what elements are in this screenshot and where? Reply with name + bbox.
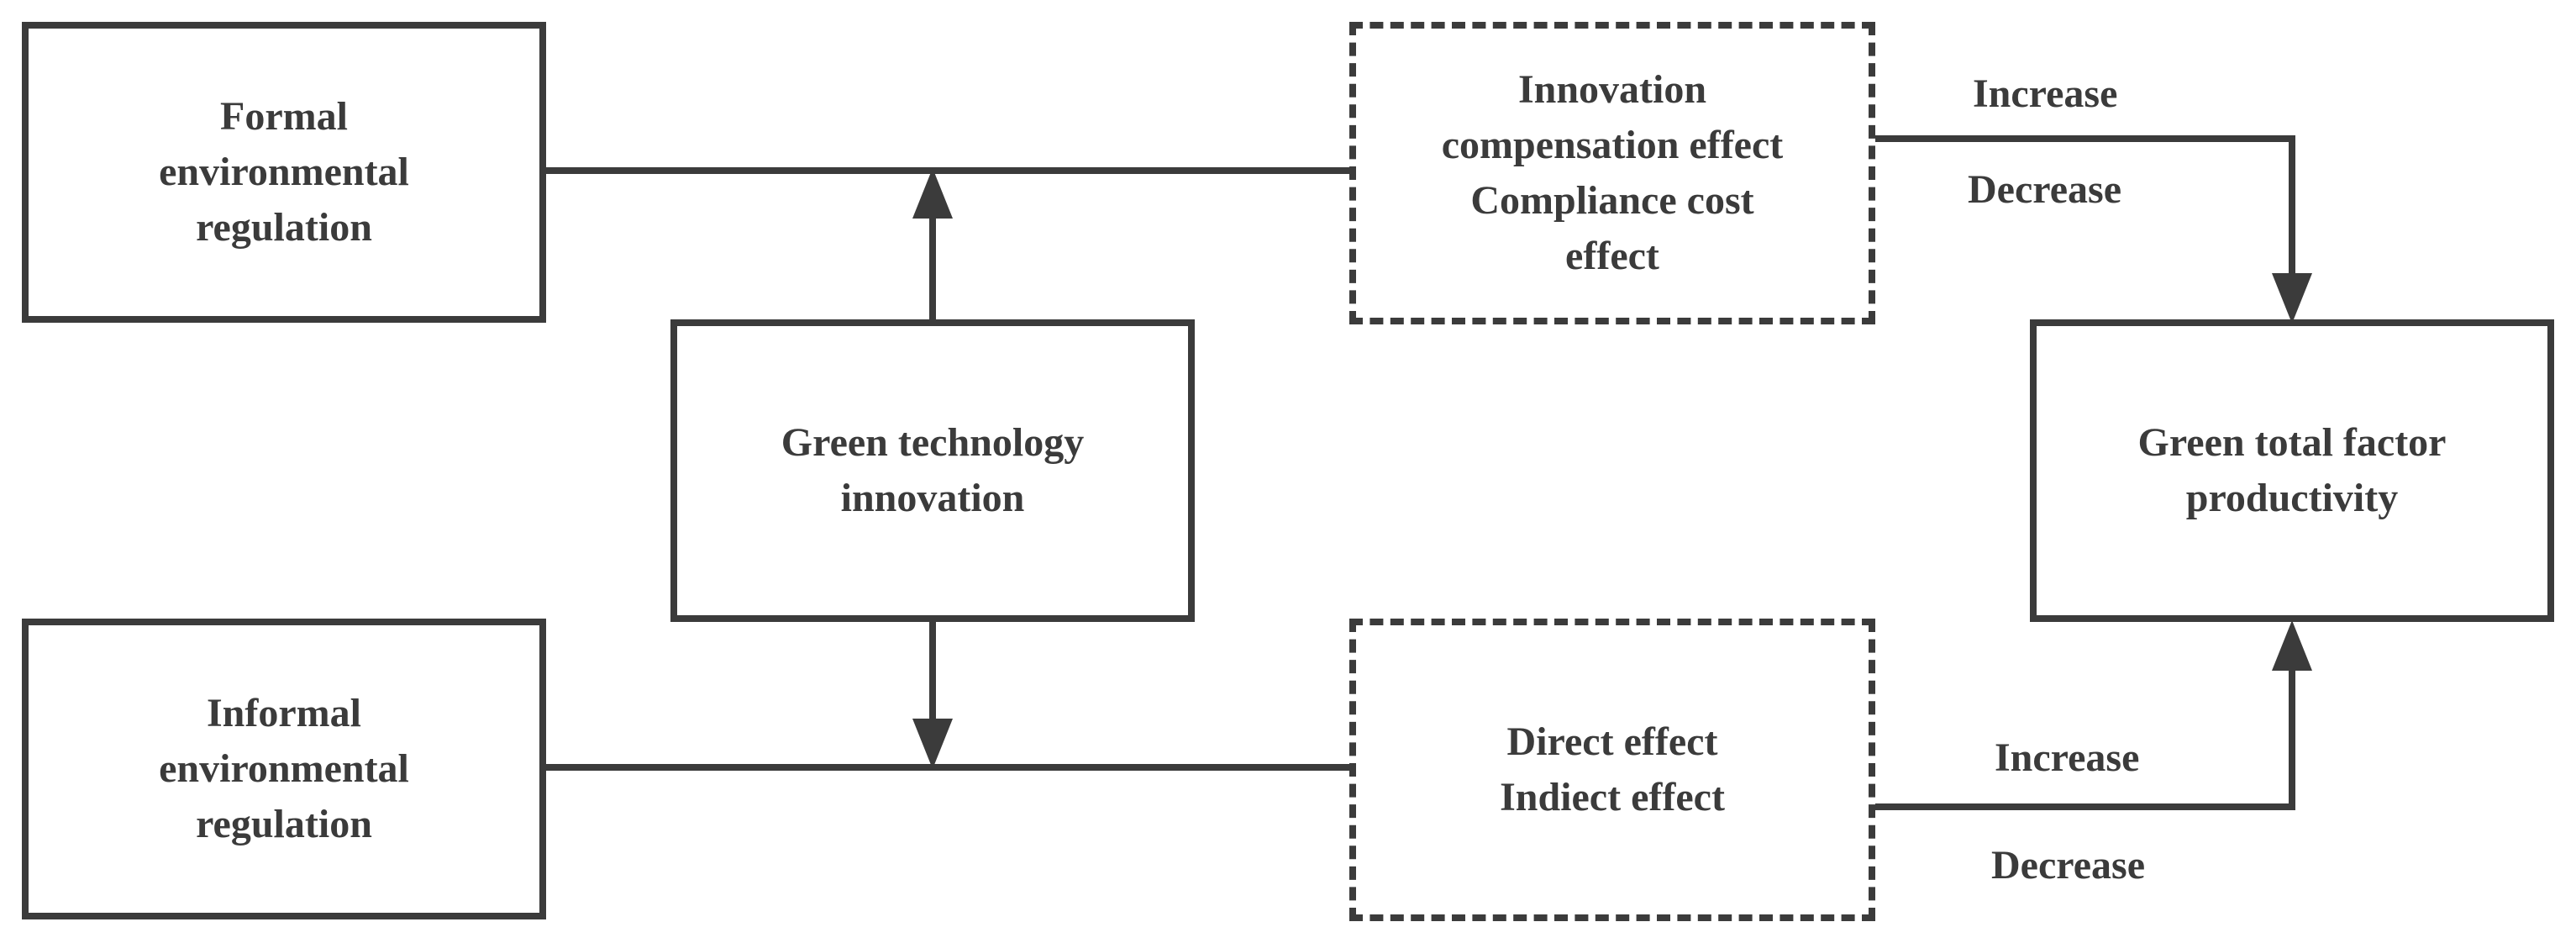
edge-innovation-effects-to-gtfp bbox=[1874, 135, 2295, 277]
arrowhead-up-gtfp bbox=[2272, 620, 2312, 671]
edge-label-bottom-decrease: Decrease bbox=[1991, 843, 2145, 888]
node-informal-environmental-regulation: Informal environmental regulation bbox=[22, 619, 546, 919]
arrowhead-down-bottom bbox=[912, 719, 953, 769]
edge-label-top-decrease: Decrease bbox=[1968, 167, 2121, 212]
node-innovation-compliance-effects: Innovation compensation effect Complianc… bbox=[1349, 22, 1875, 324]
node-innovation-effects-label: Innovation compensation effect Complianc… bbox=[1441, 67, 1784, 278]
node-formal-label: Formal environmental regulation bbox=[159, 94, 409, 250]
node-formal-environmental-regulation: Formal environmental regulation bbox=[22, 22, 546, 323]
node-green-total-factor-productivity: Green total factor productivity bbox=[2030, 319, 2554, 622]
node-green-tech-label: Green technology innovation bbox=[781, 420, 1085, 520]
node-direct-indirect-effects: Direct effect Indiect effect bbox=[1349, 619, 1875, 921]
node-direct-effects-label: Direct effect Indiect effect bbox=[1500, 719, 1725, 819]
arrowhead-up-top bbox=[912, 168, 953, 219]
node-informal-label: Informal environmental regulation bbox=[159, 691, 409, 846]
arrowhead-down-gtfp bbox=[2272, 273, 2312, 324]
edge-direct-effects-to-gtfp bbox=[1874, 666, 2295, 810]
edge-label-bottom-increase: Increase bbox=[1995, 735, 2140, 780]
edge-label-top-increase: Increase bbox=[1973, 71, 2118, 116]
node-green-technology-innovation: Green technology innovation bbox=[670, 319, 1195, 622]
node-gtfp-label: Green total factor productivity bbox=[2137, 420, 2447, 520]
